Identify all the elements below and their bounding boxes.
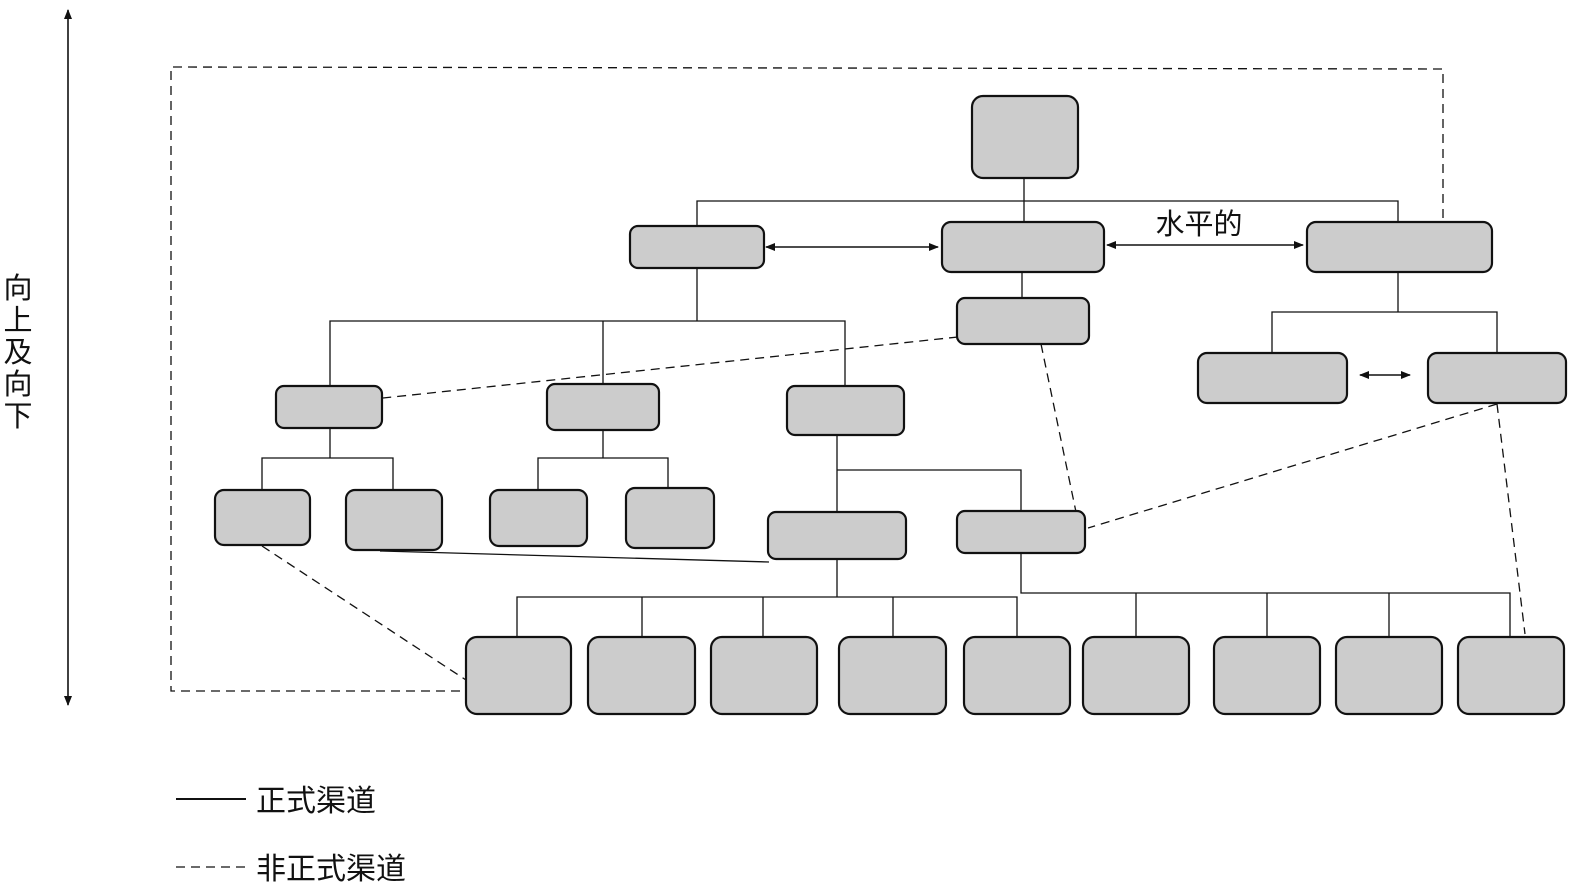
- informal-link: [1496, 403, 1526, 635]
- org-box: [955, 509, 1087, 555]
- vertical-label-char: 及: [3, 335, 32, 369]
- informal-channels: [170, 66, 1526, 692]
- org-boxes: [213, 94, 1568, 716]
- legend: 正式渠道 非正式渠道: [176, 784, 406, 887]
- vertical-label-char: 向: [3, 367, 32, 401]
- org-box: [545, 382, 661, 432]
- informal-link: [1040, 343, 1077, 513]
- org-box-top: [970, 94, 1080, 180]
- org-box-bottom: [1334, 635, 1444, 716]
- horizontal-label: 水平的: [1155, 207, 1242, 241]
- horizontal-arrows: [765, 241, 1411, 379]
- legend-formal-label: 正式渠道: [256, 784, 376, 819]
- formal-link: [379, 550, 770, 563]
- vertical-label-char: 上: [3, 303, 32, 337]
- informal-link: [261, 545, 467, 681]
- org-box: [940, 220, 1106, 274]
- org-box-bottom: [837, 635, 948, 716]
- org-box-bottom: [464, 635, 573, 716]
- org-box: [766, 510, 908, 561]
- formal-link: [329, 320, 846, 386]
- org-box: [785, 384, 906, 437]
- formal-link: [1020, 553, 1511, 637]
- formal-link: [696, 200, 1399, 227]
- formal-link: [261, 457, 394, 490]
- formal-link: [516, 596, 1018, 637]
- org-box: [1196, 351, 1349, 405]
- org-box-bottom: [962, 635, 1072, 716]
- org-box: [213, 488, 312, 547]
- org-box-bottom: [709, 635, 819, 716]
- org-box: [624, 486, 716, 550]
- vertical-direction-label: 向 上 及 向 下: [3, 271, 32, 433]
- org-box: [274, 384, 384, 430]
- org-box-bottom: [1081, 635, 1191, 716]
- legend-informal-label: 非正式渠道: [256, 852, 406, 887]
- org-box: [1426, 351, 1568, 405]
- formal-link: [1271, 311, 1498, 353]
- org-box-bottom: [1456, 635, 1566, 716]
- org-box: [955, 296, 1091, 346]
- vertical-label-char: 向: [3, 271, 32, 305]
- org-box-bottom: [586, 635, 697, 716]
- org-box: [488, 488, 589, 548]
- org-box: [344, 488, 444, 552]
- formal-link: [837, 469, 1022, 511]
- org-box: [628, 224, 766, 270]
- org-box-bottom: [1212, 635, 1322, 716]
- formal-channels: [261, 178, 1511, 637]
- informal-link: [382, 336, 959, 399]
- formal-link: [537, 457, 669, 490]
- informal-link: [1087, 403, 1498, 529]
- org-box: [1305, 220, 1494, 274]
- vertical-label-char: 下: [3, 399, 32, 433]
